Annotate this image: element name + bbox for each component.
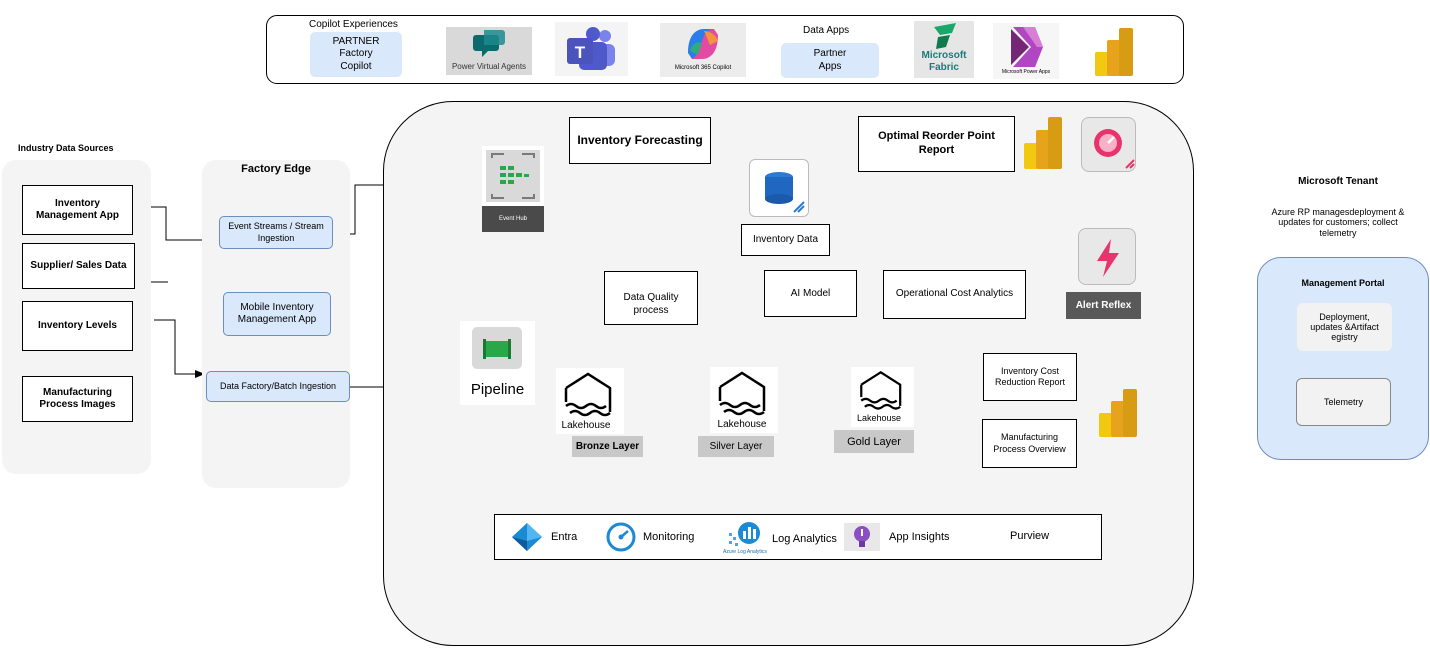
lightning-icon	[1097, 239, 1119, 277]
silver-lakehouse-label: Lakehouse	[717, 419, 767, 430]
management-portal-panel	[1257, 257, 1429, 460]
app-insights-label: App Insights	[889, 531, 950, 543]
partner-copilot-button[interactable]: PARTNER Factory Copilot	[310, 32, 402, 77]
deployment-updates-box[interactable]: Deployment, updates &Artifact egistry	[1297, 303, 1392, 351]
tenant-title: Microsoft Tenant	[1298, 176, 1378, 187]
bronze-lakehouse-label: Lakehouse	[561, 420, 611, 431]
fabric-label: Microsoft Fabric	[921, 50, 967, 73]
power-bi-tile-top[interactable]	[1091, 26, 1139, 78]
log-analytics-caption: Azure Log Analytics	[723, 549, 767, 555]
svg-text:T: T	[575, 43, 586, 62]
inventory-cost-report-box[interactable]: Inventory Cost Reduction Report	[983, 353, 1077, 401]
pva-label: Power Virtual Agents	[451, 62, 527, 71]
power-bi-tile-reports[interactable]	[1093, 385, 1147, 439]
teams-icon: T	[567, 27, 615, 70]
power-virtual-agents-icon	[473, 30, 505, 57]
inventory-forecasting-box[interactable]: Inventory Forecasting	[569, 117, 711, 164]
entra-icon	[512, 523, 542, 551]
copilot-experiences-label: Copilot Experiences	[309, 19, 398, 30]
event-hub-tile[interactable]: Event Hub	[482, 146, 544, 232]
manufacturing-process-images-box[interactable]: Manufacturing Process Images	[22, 376, 133, 422]
pipeline-tile[interactable]: Pipeline	[460, 321, 535, 405]
alert-reflex-label: Alert Reflex	[1066, 292, 1141, 319]
pipeline-icon	[472, 327, 522, 369]
reorder-point-report-box[interactable]: Optimal Reorder Point Report	[858, 116, 1015, 172]
bronze-lakehouse-tile[interactable]: Lakehouse	[556, 368, 624, 434]
lakehouse-icon	[718, 371, 766, 416]
activator-tile[interactable]	[1081, 117, 1136, 172]
monitoring-label: Monitoring	[643, 531, 695, 543]
lakehouse-icon	[860, 370, 902, 410]
monitoring-gauge-icon	[606, 522, 636, 552]
inventory-database-tile[interactable]	[749, 159, 809, 217]
gold-lakehouse-tile[interactable]: Lakehouse	[851, 367, 914, 427]
silver-layer-label: Silver Layer	[698, 436, 774, 457]
data-factory-box[interactable]: Data Factory/Batch Ingestion	[206, 371, 350, 402]
teams-tile[interactable]: T	[555, 22, 628, 76]
lakehouse-icon	[564, 372, 612, 417]
inventory-levels-box[interactable]: Inventory Levels	[22, 301, 133, 351]
entra-item[interactable]: Entra	[508, 521, 588, 553]
factory-edge-title: Factory Edge	[241, 163, 311, 175]
inventory-management-app-box[interactable]: Inventory Management App	[22, 185, 133, 235]
partner-apps-button[interactable]: Partner Apps	[781, 43, 879, 78]
tenant-description: Azure RP managesdeployment & updates for…	[1271, 207, 1405, 238]
industry-sources-title: Industry Data Sources	[18, 143, 114, 153]
power-bi-icon	[1024, 117, 1062, 169]
entra-label: Entra	[551, 531, 578, 543]
event-hub-icon	[486, 150, 540, 202]
app-insights-icon	[844, 523, 880, 551]
event-hub-label: Event Hub	[482, 206, 544, 232]
services-bar	[494, 514, 1102, 560]
power-apps-label: Microsoft Power Apps	[1001, 69, 1051, 75]
fabric-icon	[934, 23, 956, 49]
activator-gauge-icon	[1094, 129, 1135, 169]
gold-layer-label: Gold Layer	[834, 430, 914, 453]
management-portal-title: Management Portal	[1301, 278, 1385, 288]
m365-copilot-tile[interactable]: Microsoft 365 Copilot	[660, 23, 746, 77]
m365-copilot-icon	[688, 29, 718, 59]
event-streams-box[interactable]: Event Streams / Stream Ingestion	[219, 216, 333, 249]
inventory-data-box[interactable]: Inventory Data	[741, 224, 830, 256]
monitoring-item[interactable]: Monitoring	[604, 521, 714, 553]
log-analytics-icon	[729, 522, 760, 546]
power-bi-icon	[1099, 389, 1137, 437]
log-analytics-item[interactable]: Log Analytics Azure Log Analytics	[723, 519, 843, 557]
silver-lakehouse-tile[interactable]: Lakehouse	[710, 367, 778, 433]
ai-model-box[interactable]: AI Model	[764, 270, 857, 317]
power-apps-tile[interactable]: Microsoft Power Apps	[993, 23, 1059, 79]
data-apps-label: Data Apps	[803, 25, 850, 36]
power-bi-tile-reorder[interactable]	[1020, 115, 1068, 171]
alert-reflex-tile[interactable]	[1078, 228, 1136, 285]
mobile-inventory-app-box[interactable]: Mobile Inventory Management App	[223, 292, 331, 336]
app-insights-item[interactable]: App Insights	[842, 521, 962, 553]
telemetry-box[interactable]: Telemetry	[1296, 378, 1391, 426]
operational-cost-analytics-box[interactable]: Operational Cost Analytics	[883, 270, 1026, 319]
data-quality-process-box[interactable]: Data Quality process	[604, 271, 698, 325]
microsoft-fabric-tile[interactable]: Microsoft Fabric	[914, 21, 974, 78]
power-virtual-agents-tile[interactable]: Power Virtual Agents	[446, 27, 532, 75]
manufacturing-overview-box[interactable]: Manufacturing Process Overview	[982, 419, 1077, 468]
power-apps-icon	[1011, 27, 1043, 67]
log-analytics-label: Log Analytics	[772, 533, 837, 545]
purview-label[interactable]: Purview	[1010, 530, 1050, 542]
gold-lakehouse-label: Lakehouse	[856, 413, 902, 423]
pipeline-label: Pipeline	[470, 381, 525, 398]
database-icon	[765, 172, 805, 213]
m365-label: Microsoft 365 Copilot	[674, 65, 732, 71]
bronze-layer-label: Bronze Layer	[572, 436, 643, 457]
supplier-sales-data-box[interactable]: Supplier/ Sales Data	[22, 243, 135, 289]
power-bi-icon	[1095, 28, 1133, 76]
